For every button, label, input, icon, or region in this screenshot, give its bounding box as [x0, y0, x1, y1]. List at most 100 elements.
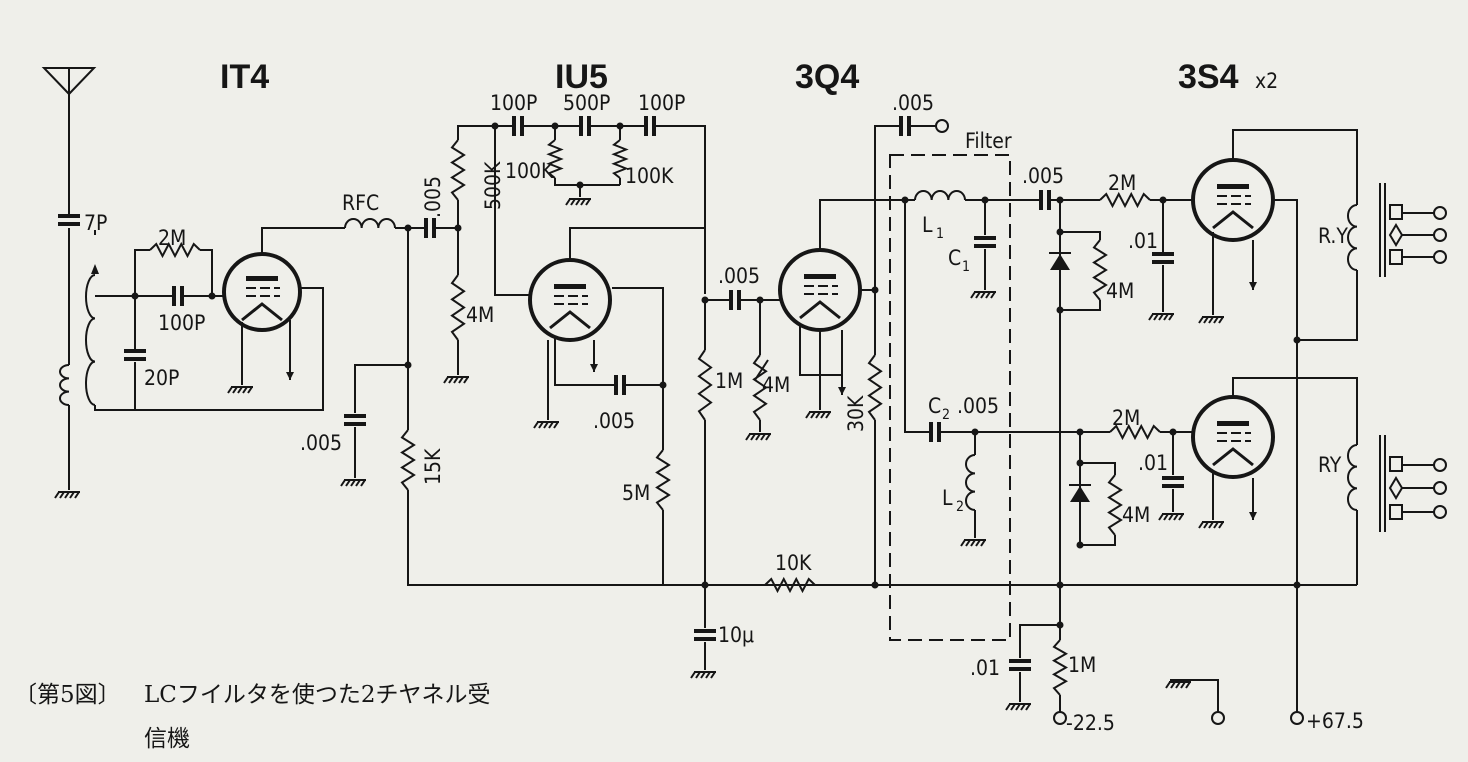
wire [548, 421, 554, 429]
caption-title-line2: 信機 [144, 726, 190, 752]
wire [1297, 270, 1358, 341]
capacitor [1152, 252, 1174, 256]
wire [745, 433, 751, 441]
wire [1163, 513, 1169, 521]
caption-figure-number: 〔第5図〕 [14, 682, 121, 708]
wire [538, 421, 544, 429]
wire [755, 433, 761, 441]
wire [227, 386, 233, 394]
wire [134, 249, 150, 296]
wire [695, 671, 701, 679]
capacitor [124, 357, 146, 361]
wire [980, 539, 986, 547]
wire [874, 125, 899, 290]
resistor [867, 354, 883, 421]
wire [554, 338, 614, 386]
capacitor [58, 214, 80, 218]
capacitor [614, 375, 618, 395]
wire [1165, 681, 1171, 689]
wire [237, 386, 243, 394]
wire [94, 287, 324, 411]
wire [1020, 703, 1026, 711]
label-relay-2: RY [1318, 453, 1342, 477]
label-c-005-6: .005 [957, 394, 999, 418]
caption-title-line1: LCフイルタを使つた2チヤネル受 [144, 682, 491, 708]
wire [1060, 300, 1101, 311]
capacitor [1162, 484, 1184, 488]
capacitor [587, 116, 591, 136]
resistor [1099, 191, 1151, 209]
terminal [1433, 250, 1447, 264]
wire [960, 539, 966, 547]
capacitor [1047, 190, 1051, 210]
capacitor [180, 286, 184, 306]
resistor [655, 449, 671, 511]
wire [1170, 679, 1219, 712]
capacitor [1152, 260, 1174, 264]
label-v-pos: +67.5 [1306, 709, 1364, 733]
wire [1163, 313, 1169, 321]
label-c-100p-2: 100P [490, 91, 537, 115]
terminal [1290, 711, 1304, 725]
junction-dot [871, 581, 879, 589]
resistor [450, 274, 466, 341]
wire [261, 227, 345, 254]
caption: 〔第5図〕 LCフイルタを使つた2チヤネル受 信機 [14, 682, 491, 752]
capacitor [907, 116, 911, 136]
arrow-icon [838, 387, 846, 395]
label-c-20p: 20P [144, 366, 179, 390]
arrow-icon [1249, 512, 1257, 520]
wire [59, 491, 65, 499]
wire [985, 291, 991, 299]
tube-3s4-2 [1191, 395, 1275, 479]
terminal [935, 119, 949, 133]
wire [458, 376, 464, 384]
label-l1-sub: 1 [936, 226, 944, 242]
wire [1185, 681, 1191, 689]
wire [232, 386, 238, 394]
wire [1213, 316, 1219, 324]
wire [1005, 703, 1011, 711]
capacitor [652, 116, 656, 136]
tube-label-mult: x2 [1255, 69, 1278, 93]
label-l2-sub: 2 [956, 499, 964, 515]
label-relay-1: R.Y [1318, 224, 1348, 248]
wire [1158, 513, 1164, 521]
label-r-1m-2: 1M [1068, 653, 1096, 677]
wire [750, 433, 756, 441]
wire [700, 671, 706, 679]
wire [453, 376, 459, 384]
label-r-2m-2: 2M [1108, 171, 1136, 195]
wire [1180, 681, 1186, 689]
component-labels: 7P 2M 100P 20P RFC .005 500K 4M 100P 500… [84, 91, 1364, 735]
resistor [400, 429, 416, 491]
label-r-500k: 500K [481, 161, 505, 210]
wire [1208, 316, 1214, 324]
capacitor [172, 286, 176, 306]
capacitor [344, 422, 366, 426]
relay-contact [1389, 504, 1403, 520]
wire [690, 671, 696, 679]
wire [760, 433, 766, 441]
wire [1173, 513, 1179, 521]
resistor [546, 139, 564, 179]
wire [355, 479, 361, 487]
resistor [450, 139, 466, 201]
capacitor [899, 116, 903, 136]
wire [1025, 703, 1031, 711]
capacitor [644, 116, 648, 136]
label-c-100p-3: 100P [638, 91, 685, 115]
wire [1168, 513, 1174, 521]
terminal [1433, 458, 1447, 472]
wire [1232, 377, 1297, 397]
tube-filament [241, 302, 283, 322]
terminal [1433, 228, 1447, 242]
wire [54, 491, 60, 499]
resistor [697, 349, 713, 421]
wire [443, 376, 449, 384]
capacitor [424, 218, 428, 238]
tube-filament [549, 310, 591, 330]
capacitor [974, 236, 996, 240]
capacitor [520, 116, 524, 136]
filter-box [889, 154, 1011, 641]
